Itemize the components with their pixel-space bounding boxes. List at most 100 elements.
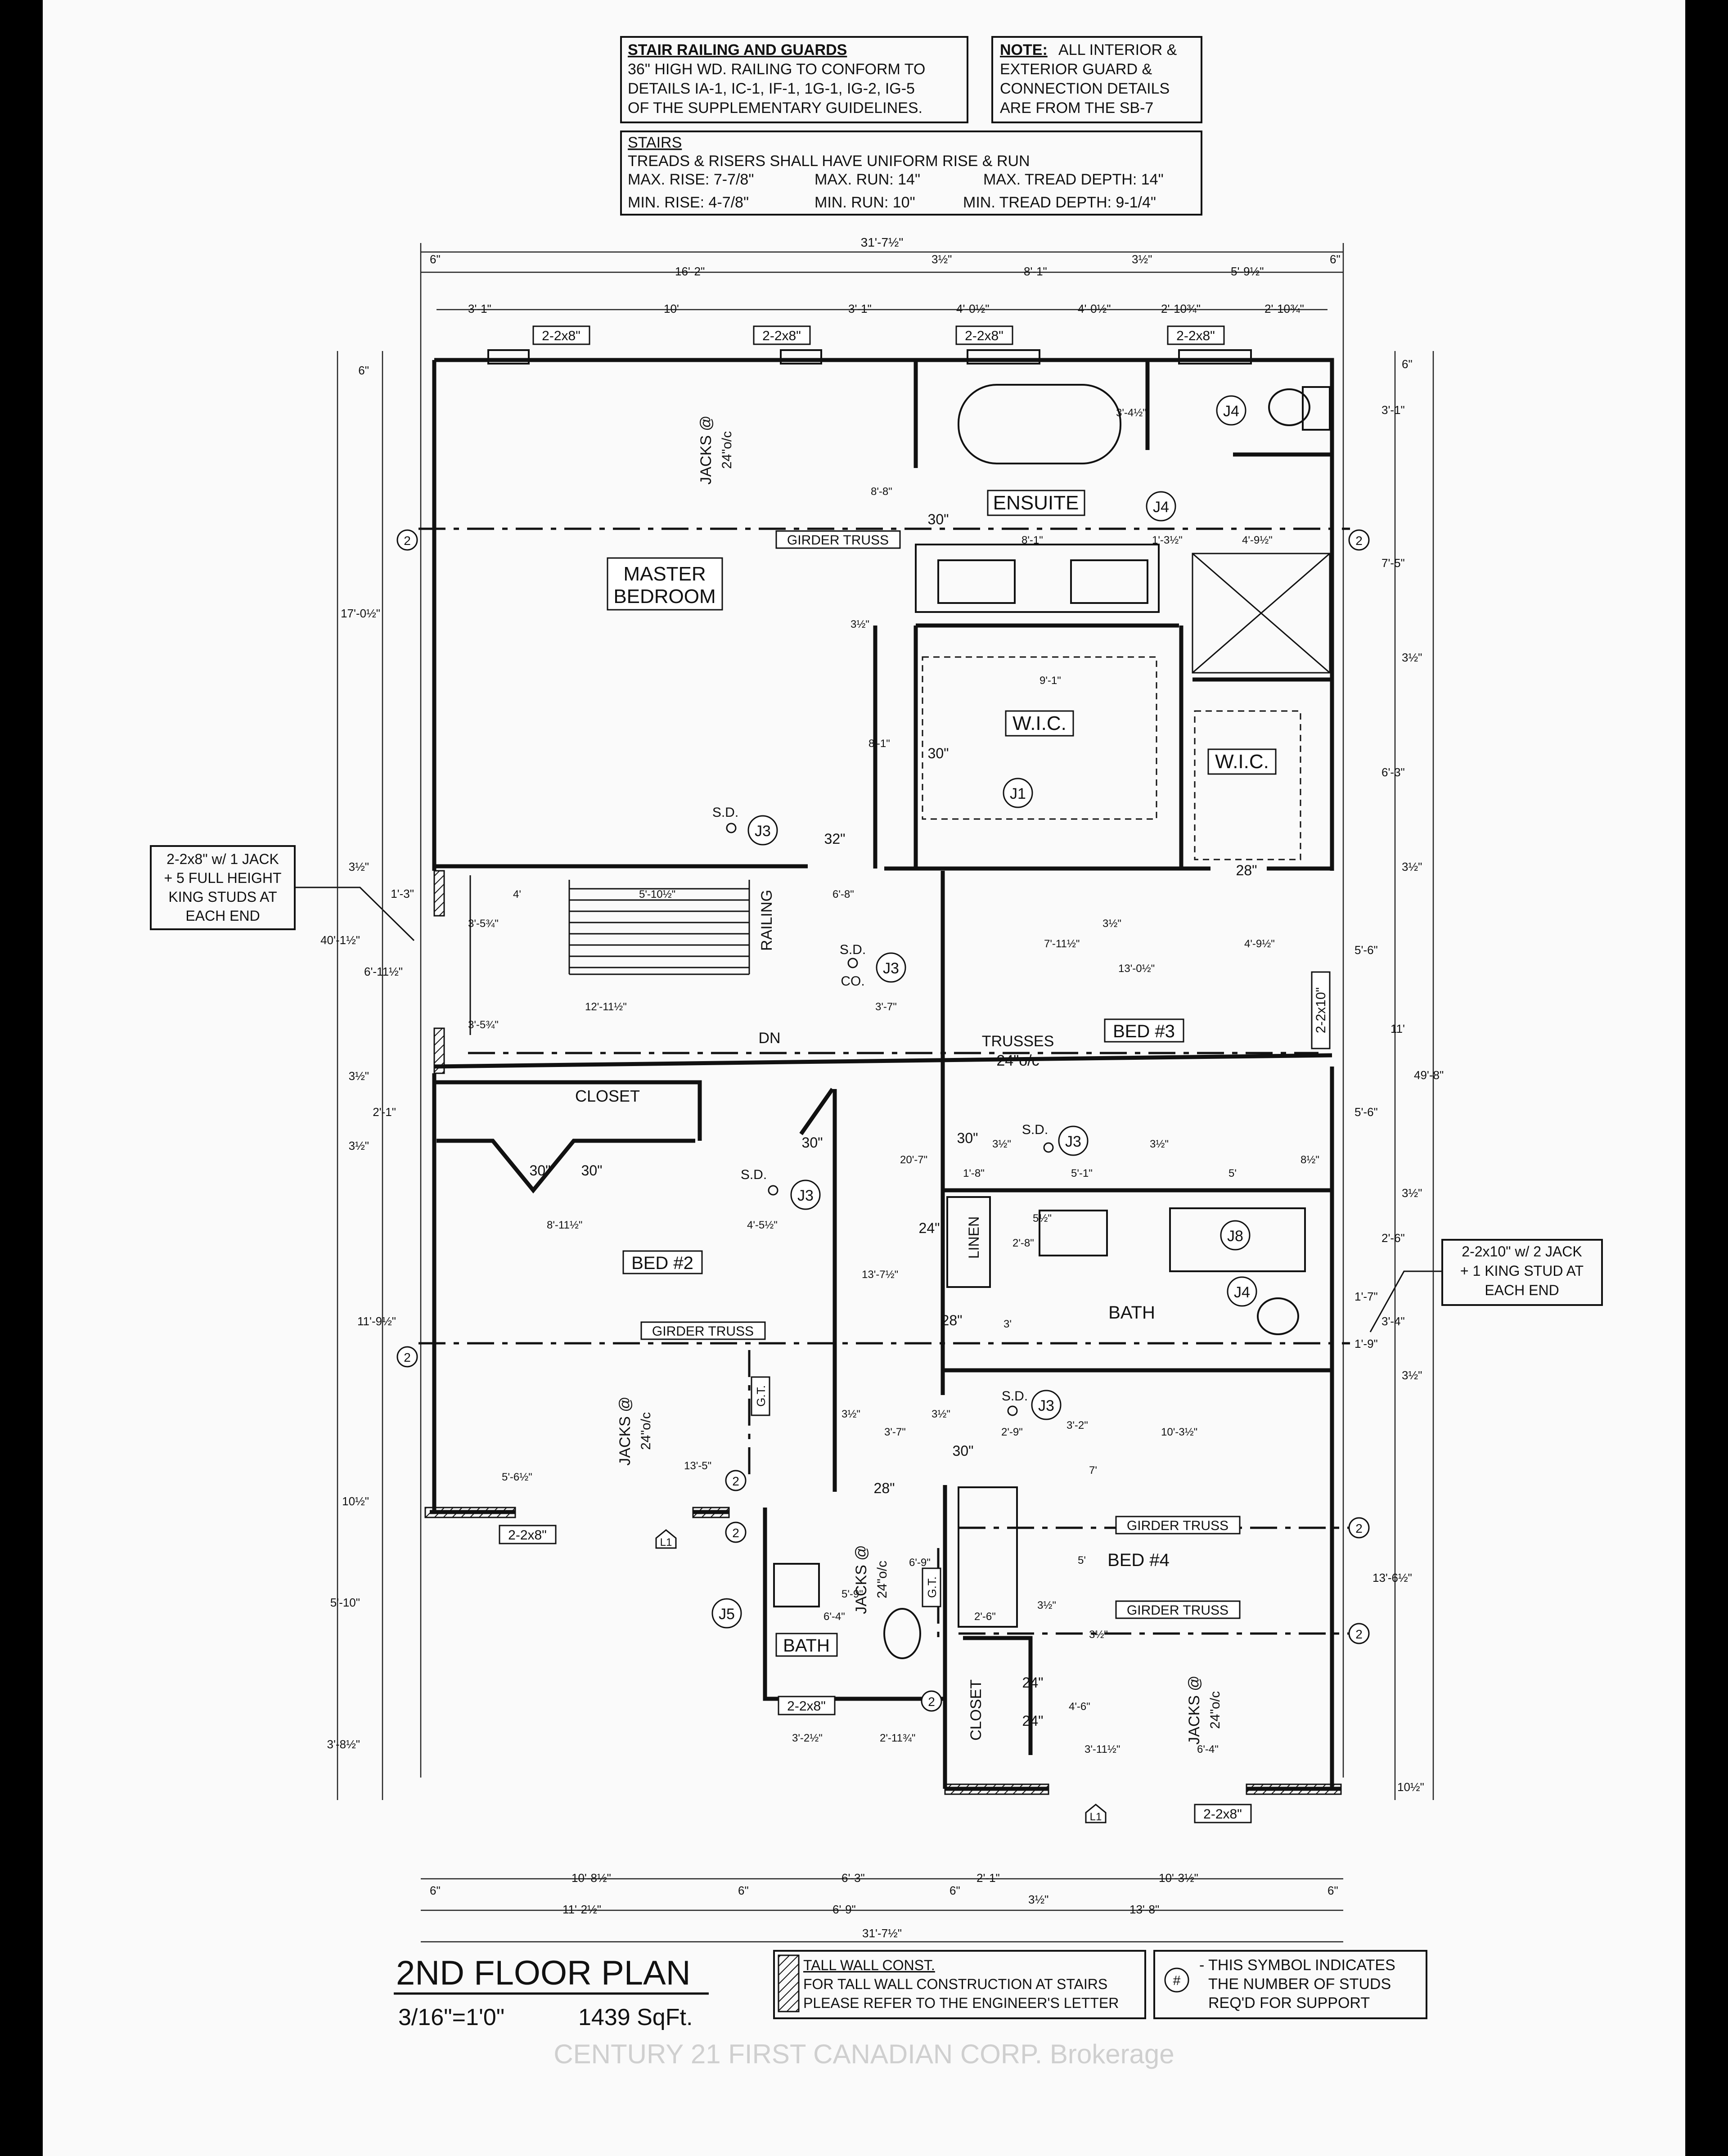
room-ensuite: ENSUITE bbox=[993, 492, 1079, 514]
jack-note-line: 2-2x8" w/ 1 JACK bbox=[166, 851, 279, 867]
stair-railing-line: 36" HIGH WD. RAILING TO CONFORM TO bbox=[628, 61, 925, 78]
stair-railing-line: OF THE SUPPLEMENTARY GUIDELINES. bbox=[628, 99, 922, 117]
door-size: 30" bbox=[953, 1443, 974, 1459]
dim: 6" bbox=[358, 364, 369, 377]
dim: 13'-0½" bbox=[1118, 963, 1155, 975]
dim: 3½" bbox=[932, 252, 952, 266]
dim: 7'-11½" bbox=[1044, 938, 1080, 950]
dim: 3'-7" bbox=[875, 1001, 897, 1013]
stair-treads bbox=[568, 880, 750, 975]
j3-tag: J3 bbox=[797, 1187, 814, 1204]
jacks-label: JACKS @ bbox=[698, 415, 715, 485]
dim: 6" bbox=[430, 252, 441, 266]
dim: 10' bbox=[664, 302, 679, 315]
j-tags: J4 J4 J1 J3 J3 J3 J3 J8 J4 J3 J5 bbox=[711, 395, 1257, 1629]
legend-line: REQ'D FOR SUPPORT bbox=[1208, 1994, 1370, 2012]
jack-note-line: EACH END bbox=[1485, 1282, 1559, 1298]
door-labels: 30" 30" 32" 28" 30" 30" 30" 30" 24" 28" … bbox=[530, 511, 1257, 1729]
dim: 5' bbox=[1078, 1554, 1086, 1566]
dim: 8'-1" bbox=[1022, 534, 1043, 546]
l1-marker: L1 bbox=[1090, 1811, 1102, 1823]
stair-railing-note: STAIR RAILING AND GUARDS 36" HIGH WD. RA… bbox=[620, 36, 968, 123]
jacks-label: JACKS @ bbox=[616, 1396, 634, 1466]
sd-label: S.D. bbox=[712, 805, 738, 820]
dim: 40'-1½" bbox=[320, 933, 360, 947]
dim: 3½" bbox=[1028, 1893, 1048, 1906]
gt-label: G.T. bbox=[925, 1576, 939, 1598]
door-size: 30" bbox=[928, 511, 949, 527]
door-size: 28" bbox=[941, 1312, 963, 1328]
dim: 4'-9½" bbox=[1244, 938, 1275, 950]
jacks-spacing: 24"o/c bbox=[1208, 1691, 1223, 1729]
plan-title: 2ND FLOOR PLAN bbox=[396, 1954, 691, 1992]
girder-truss-tags: GIRDER TRUSS GIRDER TRUSS GIRDER TRUSS G… bbox=[640, 530, 1241, 1619]
dim: 6" bbox=[430, 1884, 441, 1897]
dim: 4' bbox=[513, 888, 521, 900]
dim: 13'-8" bbox=[1130, 1903, 1159, 1916]
j4-tag: J4 bbox=[1234, 1284, 1250, 1301]
room-wic: W.I.C. bbox=[1215, 751, 1269, 773]
grid-marker: 2 bbox=[732, 1526, 739, 1540]
girder-truss-label: GIRDER TRUSS bbox=[1127, 1518, 1228, 1533]
dim: 3'-8½" bbox=[327, 1737, 360, 1751]
dim: 2'-6" bbox=[1382, 1231, 1405, 1245]
dim: 3½" bbox=[1089, 1629, 1108, 1641]
dim: 5'-1" bbox=[1071, 1167, 1093, 1179]
dim: 3'-2" bbox=[1066, 1419, 1088, 1431]
grid-marker: 2 bbox=[732, 1474, 739, 1488]
dim: 11'-9½" bbox=[357, 1314, 396, 1328]
dim-bottom-overall: 31'-7½" bbox=[862, 1926, 902, 1940]
jack-note-line: 2-2x10" w/ 2 JACK bbox=[1462, 1243, 1582, 1260]
jacks-spacing: 24"o/c bbox=[720, 431, 734, 469]
general-note: NOTE: ALL INTERIOR & EXTERIOR GUARD & CO… bbox=[991, 36, 1202, 123]
room-closet: CLOSET bbox=[968, 1679, 985, 1741]
dim: 5'-6" bbox=[1354, 943, 1378, 957]
sd-label: S.D. bbox=[1022, 1122, 1048, 1137]
grid-marker: 2 bbox=[928, 1695, 935, 1709]
dim: 3'-11½" bbox=[1084, 1743, 1120, 1755]
room-master-bedroom: BEDROOM bbox=[613, 585, 716, 608]
dim: 8'-1" bbox=[1024, 265, 1047, 278]
stair-down-label: DN bbox=[758, 1030, 780, 1047]
door-size: 24" bbox=[1022, 1713, 1044, 1729]
legend-line: THE NUMBER OF STUDS bbox=[1208, 1976, 1391, 1993]
dim: 3'-1" bbox=[848, 302, 872, 315]
trusses-spacing: 24"o/c bbox=[996, 1052, 1039, 1069]
note-line: ARE FROM THE SB-7 bbox=[1000, 99, 1153, 117]
stud-symbol: # bbox=[1173, 1973, 1181, 1988]
top-headers: 2-2x8" 2-2x8" 2-2x8" 2-2x8" bbox=[487, 325, 1252, 365]
stair-railing-title: STAIR RAILING AND GUARDS bbox=[628, 41, 847, 59]
dim: 2'-11¾" bbox=[880, 1732, 915, 1744]
dim: 3½" bbox=[1402, 651, 1422, 664]
dim: 10'-3½" bbox=[1159, 1871, 1198, 1885]
dim: 7'-5" bbox=[1382, 556, 1405, 570]
jacks-spacing: 24"o/c bbox=[875, 1561, 890, 1598]
plan-area: 1439 SqFt. bbox=[578, 2004, 693, 2030]
grid-marker: 2 bbox=[1355, 534, 1363, 548]
plan-scale: 3/16"=1'0" bbox=[398, 2004, 504, 2030]
l1-marker: L1 bbox=[660, 1536, 672, 1548]
dim: 49'-8" bbox=[1414, 1068, 1444, 1082]
dim: 8'-8" bbox=[871, 486, 892, 498]
door-size: 30" bbox=[581, 1162, 603, 1179]
dim: 2'-8" bbox=[1012, 1237, 1034, 1249]
dim: 3½" bbox=[1402, 860, 1422, 873]
room-master-bedroom: MASTER bbox=[623, 563, 706, 585]
dim: 1'-3" bbox=[391, 887, 414, 900]
dim: 5'-10½" bbox=[639, 888, 675, 900]
dim: 3½" bbox=[349, 860, 369, 873]
dim: 3'-1" bbox=[468, 302, 491, 315]
j4-tag: J4 bbox=[1153, 499, 1169, 516]
girder-truss-label: GIRDER TRUSS bbox=[787, 533, 889, 548]
room-bed3: BED #3 bbox=[1113, 1022, 1175, 1041]
jack-note-line: + 5 FULL HEIGHT bbox=[164, 870, 281, 886]
j3-tag: J3 bbox=[1065, 1133, 1081, 1150]
dim: 6'-9" bbox=[832, 1903, 856, 1916]
dim: 4'-6" bbox=[1069, 1701, 1090, 1713]
girder-truss-label: GIRDER TRUSS bbox=[652, 1324, 754, 1339]
dim: 8'-11½" bbox=[547, 1219, 582, 1231]
dim: 1'-9" bbox=[1354, 1337, 1378, 1350]
stair-railing-line: DETAILS IA-1, IC-1, IF-1, 1G-1, IG-2, IG… bbox=[628, 80, 915, 97]
room-closet: CLOSET bbox=[575, 1087, 640, 1105]
dim: 1'-3½" bbox=[1152, 534, 1183, 546]
